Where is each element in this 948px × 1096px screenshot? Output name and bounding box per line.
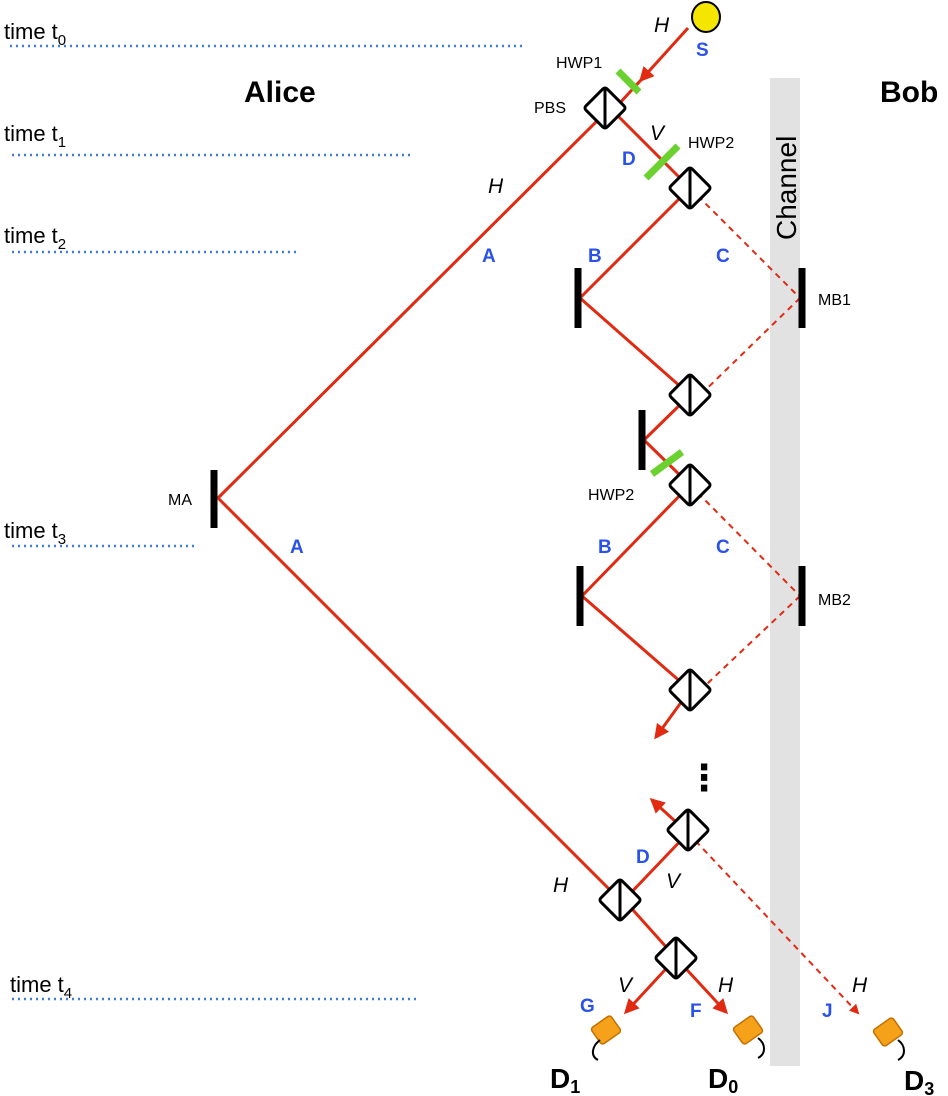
- beam-source-to-pbs: [616, 78, 643, 107]
- beam-mb1-to-bs2: [689, 297, 801, 406]
- detector-d3-label: D3: [904, 1065, 934, 1096]
- hwp2-mid-plate: [649, 449, 685, 477]
- path-label-d-bottom: D: [636, 847, 650, 868]
- beam-splitter-5: [666, 808, 710, 852]
- beam-splitter-4: [668, 668, 712, 712]
- path-label-g: G: [580, 996, 595, 1017]
- pol-h-source: H: [654, 14, 670, 37]
- pol-v-bottom: V: [666, 870, 682, 893]
- hwp2-top-plate: [643, 143, 681, 181]
- mb2-label: MB2: [818, 592, 851, 609]
- timeline-t2: time t2: [4, 223, 300, 254]
- beam-b1-down: [579, 296, 691, 397]
- svg-text:time t3: time t3: [4, 518, 66, 548]
- bob-label: Bob: [880, 76, 938, 109]
- svg-text:time t1: time t1: [4, 121, 66, 151]
- beam-splitter-1: [668, 166, 712, 210]
- photon-source: [691, 1, 721, 33]
- alice-label: Alice: [244, 76, 316, 109]
- beam-d-bottom: [622, 831, 690, 902]
- timeline-t1: time t1: [4, 121, 410, 157]
- timeline-t3: time t3: [4, 518, 198, 548]
- beam-splitter-3: [668, 463, 712, 507]
- beam-b2-up: [580, 483, 692, 598]
- beam-b2-down: [581, 594, 691, 692]
- path-label-b1: B: [588, 246, 602, 267]
- beam-j-dashed: [687, 832, 860, 1015]
- svg-text:time t2: time t2: [4, 223, 66, 253]
- hwp1-plate: [615, 68, 642, 95]
- channel-label: Channel: [771, 136, 802, 240]
- path-label-c2: C: [716, 537, 730, 558]
- beam-c1-to-mb1: [689, 187, 801, 299]
- timeline-t4: time t4: [10, 972, 416, 1002]
- ma-label: MA: [168, 492, 192, 509]
- pbs-label: PBS: [534, 100, 566, 117]
- beam-path-a-top: [216, 114, 604, 500]
- beam-source: [638, 26, 690, 83]
- svg-text:time t0: time t0: [4, 19, 66, 49]
- beam-pbs-to-bs1: [610, 108, 692, 190]
- detector-d0: [732, 1015, 765, 1059]
- pol-v-top: V: [650, 122, 666, 145]
- detector-d0-label: D0: [708, 1063, 738, 1096]
- beam-splitter-2: [668, 373, 712, 417]
- path-label-b2: B: [598, 537, 612, 558]
- detector-d1: [590, 1015, 622, 1061]
- beam-path-a-bottom: [216, 496, 622, 902]
- detector-d3: [872, 1017, 905, 1061]
- pol-h-alice: H: [488, 175, 504, 198]
- mb1-label: MB1: [818, 292, 851, 309]
- path-label-d-top: D: [622, 149, 636, 170]
- ellipsis-dots: ⋮: [686, 758, 722, 799]
- path-label-a-bottom: A: [290, 537, 304, 558]
- pol-h-det0: H: [718, 974, 734, 997]
- beam-paths: [216, 26, 860, 1015]
- pbs-final: [654, 936, 698, 980]
- pbs-alice-bob: [598, 878, 642, 922]
- detector-d1-label: D1: [550, 1063, 580, 1096]
- beam-b1-up: [578, 186, 692, 300]
- path-label-c1: C: [716, 246, 730, 267]
- source-label: S: [696, 40, 709, 61]
- hwp1-label: HWP1: [556, 55, 602, 72]
- path-label-j: J: [822, 1001, 833, 1022]
- path-label-f: F: [690, 1001, 702, 1022]
- path-label-a-top: A: [482, 246, 496, 267]
- timeline-t0: time t0: [4, 19, 524, 49]
- pol-v-det1: V: [618, 974, 634, 997]
- beam-c2-to-mb2: [689, 484, 801, 597]
- hwp2-mid-label: HWP2: [588, 487, 634, 504]
- pbs-main: [583, 86, 627, 130]
- beam-mb2-to-bs4: [689, 595, 801, 701]
- svg-text:time t4: time t4: [10, 972, 72, 1002]
- pol-h-det3: H: [852, 974, 868, 997]
- pol-h-bottom-left: H: [553, 874, 569, 897]
- hwp2-top-label: HWP2: [688, 135, 734, 152]
